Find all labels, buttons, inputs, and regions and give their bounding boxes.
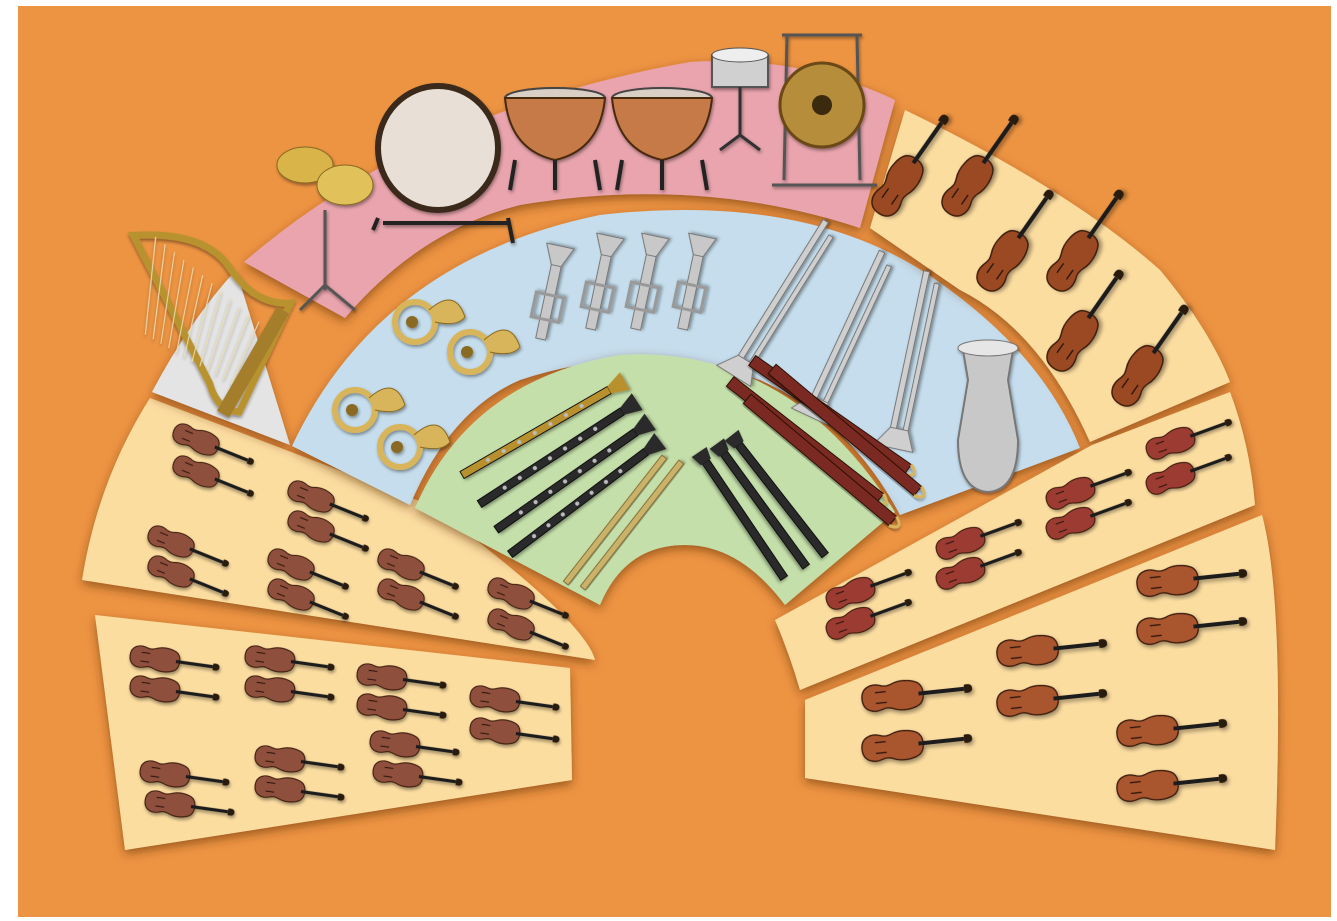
- tuba-icon: [958, 340, 1018, 492]
